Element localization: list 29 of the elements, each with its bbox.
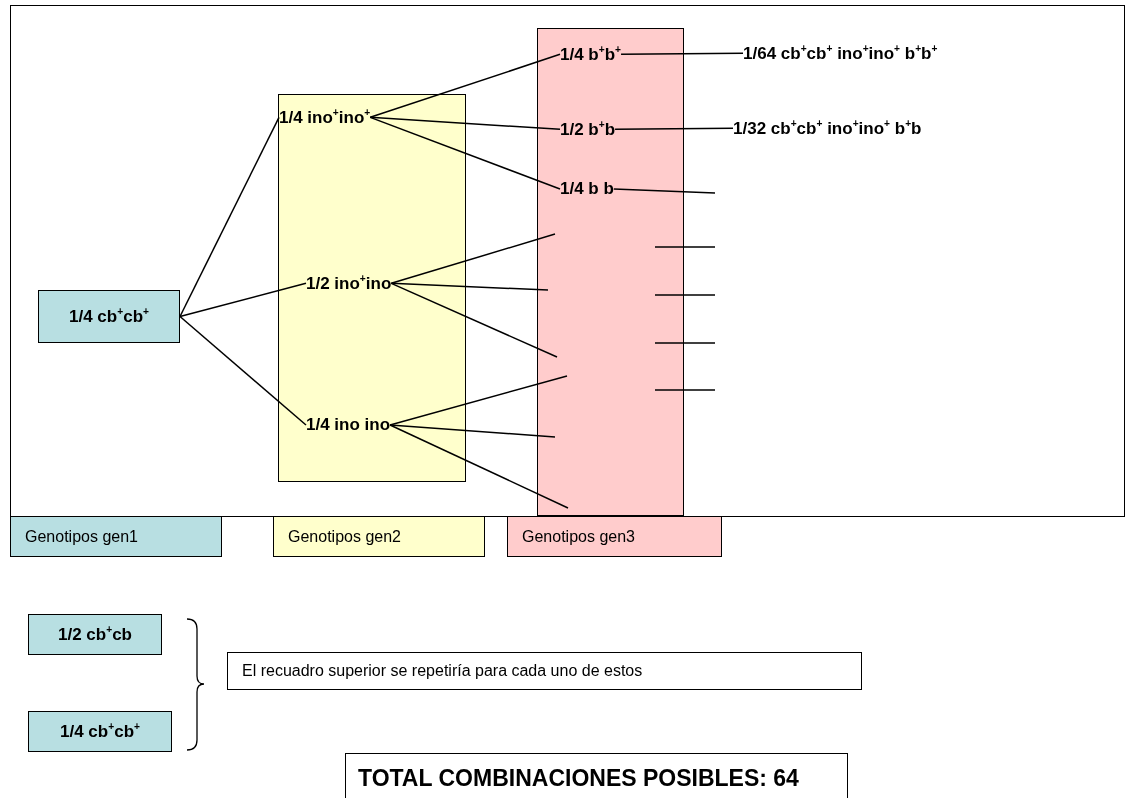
branch-line: [390, 282, 558, 358]
generation-column: [278, 94, 466, 482]
branch-line: [369, 116, 561, 190]
genotype-label: 1/2 b$^{+}$b: [560, 119, 616, 140]
branch-line: [369, 53, 561, 119]
generation-column: [537, 28, 684, 516]
genotype-label: 1/4 ino ino: [306, 415, 391, 435]
branch-line: [620, 52, 744, 56]
branch-line: [389, 424, 569, 509]
genotype-box: 1/4 cb$^{+}$cb$^{+}$: [38, 290, 180, 343]
genotype-label: 1/2 ino$^{+}$ino: [306, 273, 392, 294]
branch-line: [389, 424, 556, 438]
branch-line: [390, 233, 556, 285]
total-box: TOTAL COMBINACIONES POSIBLES: 64: [345, 753, 848, 798]
genotype-box: 1/4 cb$^{+}$cb$^{+}$: [28, 711, 172, 752]
genotype-label: 1/4 ino$^{+}$ino$^{+}$: [279, 107, 371, 128]
genotype-label: 1/4 b b: [560, 179, 614, 199]
combination-label: 1/64 cb$^{+}$cb$^{+}$ ino$^{+}$ino$^{+}$ b$^{+}$b$^{+}$: [743, 43, 938, 64]
note-box: El recuadro superior se repetiría para cada uno de estos: [227, 652, 862, 690]
genotype-label: 1/4 b$^{+}$b$^{+}$: [560, 44, 622, 65]
branch-line: [179, 315, 307, 426]
legend-label: Genotipos gen1: [25, 527, 138, 546]
branch-line: [613, 188, 716, 194]
legend-label: Genotipos gen3: [522, 527, 635, 546]
genotype-box: 1/2 cb$^{+}$cb: [28, 614, 162, 655]
combination-label: 1/32 cb$^{+}$cb$^{+}$ ino$^{+}$ino$^{+}$ b$^{+}$b: [733, 118, 922, 139]
branch-line: [179, 282, 307, 318]
branch-line: [614, 127, 734, 131]
legend-label: Genotipos gen2: [288, 527, 401, 546]
